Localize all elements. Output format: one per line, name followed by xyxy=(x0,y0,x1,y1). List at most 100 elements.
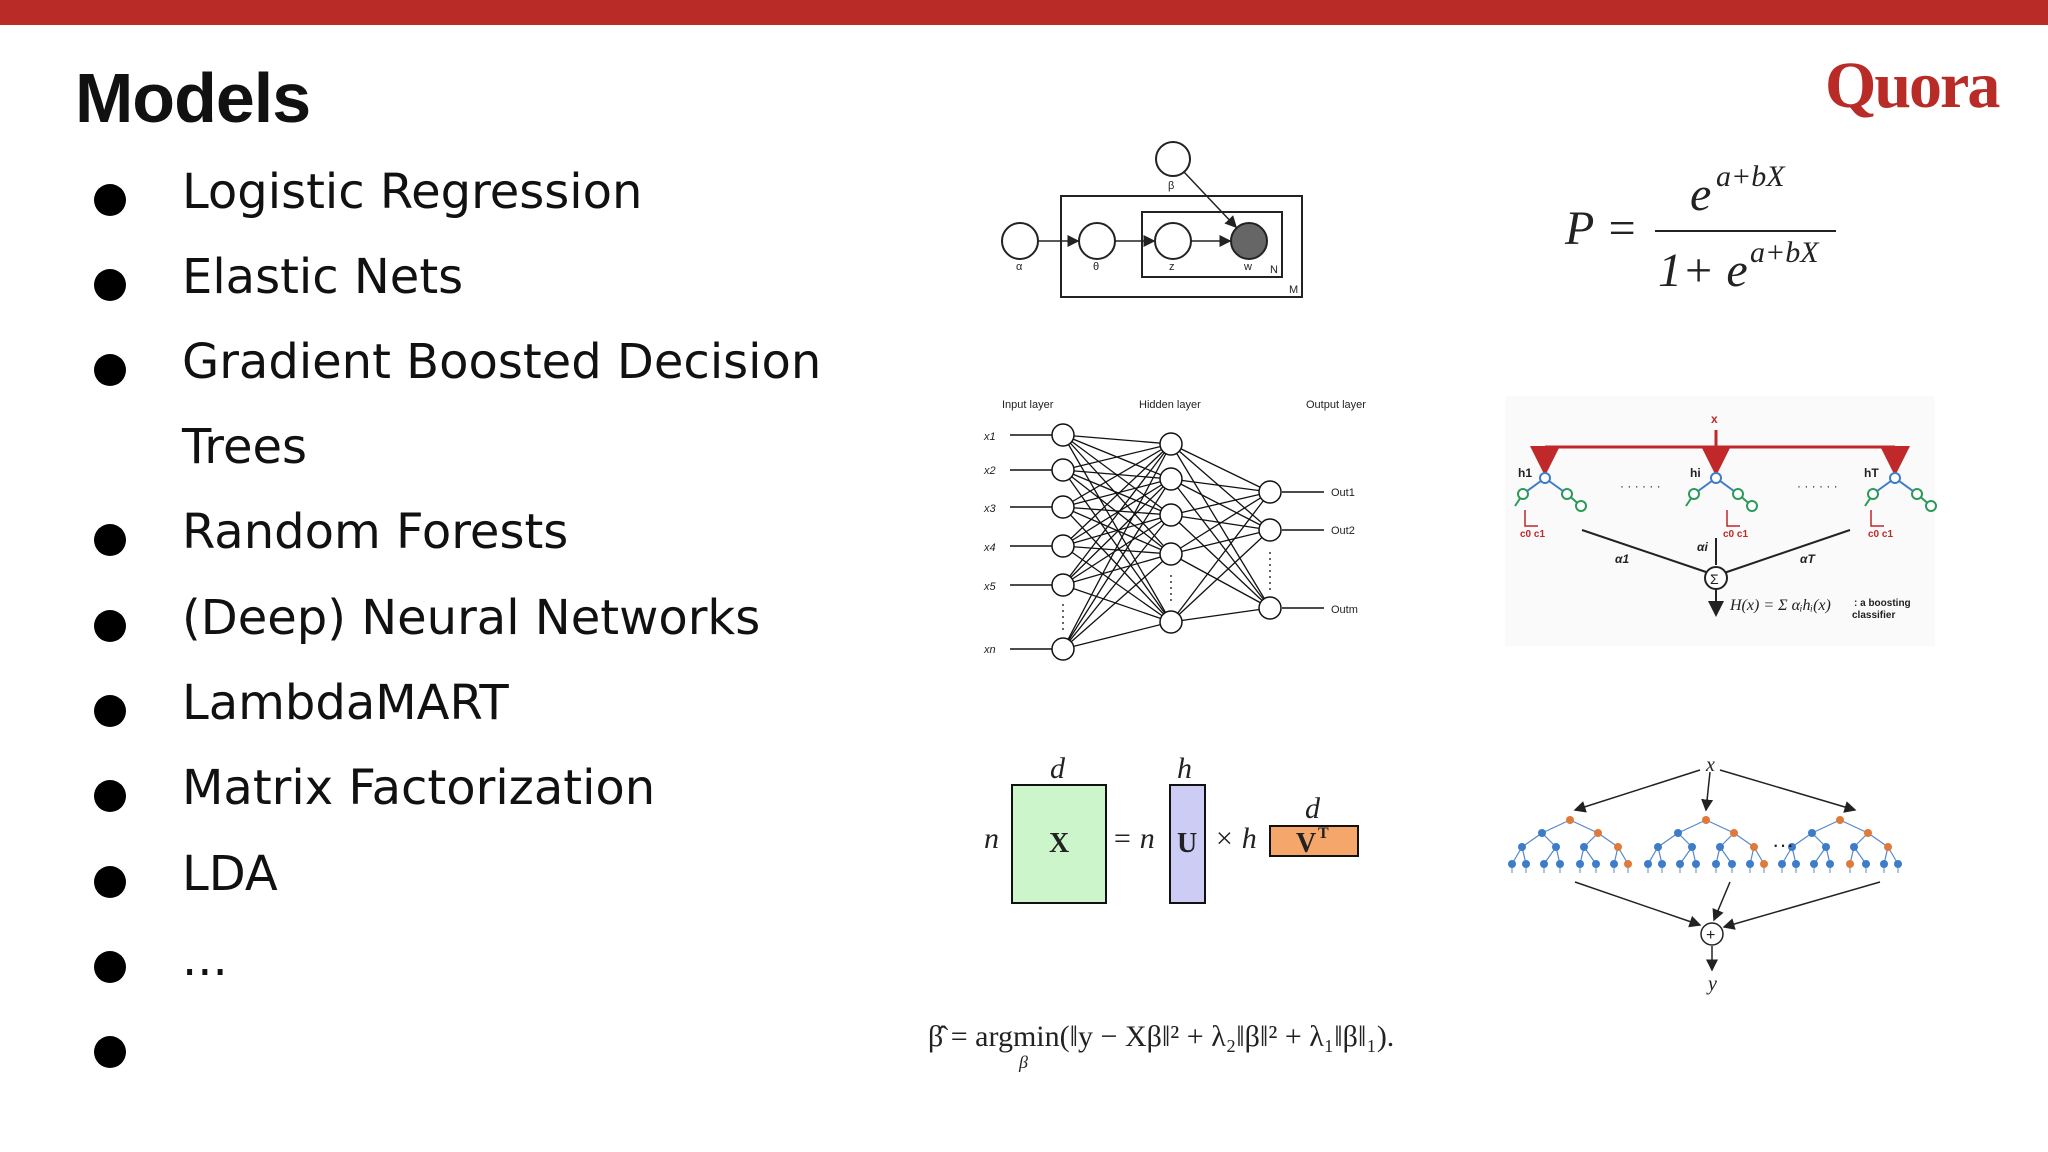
rf-edge xyxy=(1811,819,1841,834)
nn-edge xyxy=(1170,553,1271,609)
logistic-formula: P = e a+bX 1+ e a+bX xyxy=(1564,160,1836,297)
neural-network-diagram: Input layer Hidden layer Output layer x1… xyxy=(983,399,1366,661)
rf-edge xyxy=(1705,819,1735,834)
nn-edge xyxy=(1062,621,1172,650)
nn-edge xyxy=(1170,478,1271,493)
rf-node xyxy=(1810,860,1818,868)
boost-tree-node xyxy=(1925,500,1937,512)
boost-hT: hT xyxy=(1864,466,1879,480)
bullet-text: Trees xyxy=(182,419,308,475)
rf-node xyxy=(1884,843,1892,851)
nn-edge xyxy=(1062,584,1172,623)
rf-node xyxy=(1692,860,1700,868)
boost-tree xyxy=(1685,472,1758,512)
boost-leaf-1: c0 c1 xyxy=(1520,529,1545,540)
rf-node xyxy=(1716,843,1724,851)
bullet-item: Logistic Regression xyxy=(0,156,900,241)
bullet-dot xyxy=(94,610,126,642)
rf-node xyxy=(1676,860,1684,868)
bullet-item: LambdaMART xyxy=(0,667,900,752)
mf-d-vt: d xyxy=(1305,792,1321,825)
bullet-item: Gradient Boosted Decision xyxy=(0,326,900,411)
rf-node xyxy=(1792,860,1800,868)
rf-node xyxy=(1594,829,1602,837)
rf-x: x xyxy=(1705,754,1715,776)
boost-tree-node xyxy=(1539,472,1551,484)
bullet-item: Elastic Nets xyxy=(0,241,900,326)
boost-tree-node xyxy=(1561,488,1573,500)
bullet-dot xyxy=(94,780,126,812)
rf-node xyxy=(1712,860,1720,868)
nn-edge xyxy=(1062,545,1172,623)
boost-formula-note-1: : a boosting xyxy=(1854,598,1911,609)
nn-edge xyxy=(1170,491,1271,555)
nn-edge xyxy=(1170,529,1271,555)
bullet-text: Matrix Factorization xyxy=(182,760,656,816)
logistic-num-base: e xyxy=(1690,168,1711,221)
bullet-text: Logistic Regression xyxy=(182,164,643,220)
boost-leaf-2: c0 c1 xyxy=(1723,529,1748,540)
quora-logo: Quora xyxy=(1825,49,2000,122)
mf-times: × h xyxy=(1214,822,1257,855)
nn-input-x3: x3 xyxy=(983,503,997,515)
nn-input-x2: x2 xyxy=(983,465,996,477)
rf-node xyxy=(1808,829,1816,837)
nn-edge xyxy=(1170,491,1271,516)
rf-ellipsis: ··· xyxy=(1772,832,1794,857)
mf-x-label: X xyxy=(1049,828,1069,859)
rf-node xyxy=(1556,860,1564,868)
nn-edge xyxy=(1170,607,1271,623)
rf-edge xyxy=(1677,819,1707,834)
elastic-net-formula: β̂ = argmin(‖y − Xβ‖² + λ₂‖β‖² + λ₁‖β‖₁)… xyxy=(928,1020,1394,1072)
nn-input-xn: xn xyxy=(983,644,996,656)
mf-eq: = n xyxy=(1112,822,1155,855)
boost-aT: αT xyxy=(1800,552,1816,566)
boost-tree-node xyxy=(1889,472,1901,484)
rf-node xyxy=(1880,860,1888,868)
mf-h-top: h xyxy=(1177,752,1192,785)
nn-edge xyxy=(1170,514,1271,609)
bullet-text: Elastic Nets xyxy=(182,249,464,305)
nn-output-node xyxy=(1258,480,1282,504)
bullet-item: Random Forests xyxy=(0,496,900,581)
rf-node xyxy=(1836,816,1844,824)
nn-edge xyxy=(1062,506,1172,516)
mf-vt-label: V xyxy=(1296,828,1316,859)
rf-node xyxy=(1518,843,1526,851)
nn-edge xyxy=(1062,434,1172,445)
rf-node xyxy=(1610,860,1618,868)
nn-output-node xyxy=(1258,518,1282,542)
w-node xyxy=(1230,222,1268,260)
bullet-text: ... xyxy=(182,931,228,987)
nn-input-node xyxy=(1051,637,1075,661)
matrix-vt xyxy=(1269,825,1359,857)
nn-edge xyxy=(1170,491,1271,623)
logistic-den: 1+ e xyxy=(1658,244,1748,297)
rf-node xyxy=(1552,843,1560,851)
nn-edge xyxy=(1062,443,1172,508)
bullet-item: ... xyxy=(0,923,900,1008)
rf-node xyxy=(1826,860,1834,868)
boost-formula-note-2: classifier xyxy=(1852,610,1895,621)
bullet-dot xyxy=(94,1036,126,1068)
boost-dots-1: · · · · · · xyxy=(1620,479,1661,493)
logistic-den-exp: a+bX xyxy=(1750,236,1820,269)
rf-edge xyxy=(1791,832,1813,848)
nn-output-label: Output layer xyxy=(1306,399,1366,411)
rf-edge xyxy=(1867,832,1889,848)
nn-hidden-node xyxy=(1159,503,1183,527)
rf-node xyxy=(1864,829,1872,837)
nn-input-node xyxy=(1051,495,1075,519)
rf-node xyxy=(1580,843,1588,851)
z-node xyxy=(1154,222,1192,260)
nn-edge xyxy=(1170,443,1271,531)
rf-tree xyxy=(1508,816,1632,873)
nn-edge xyxy=(1170,443,1271,609)
lda-plate-diagram xyxy=(1001,141,1303,298)
rf-edge xyxy=(1657,832,1679,848)
rf-y: y xyxy=(1706,973,1717,995)
logistic-num-exp: a+bX xyxy=(1716,160,1786,193)
boost-tree xyxy=(1514,472,1587,512)
rf-node xyxy=(1746,860,1754,868)
rf-node xyxy=(1538,829,1546,837)
